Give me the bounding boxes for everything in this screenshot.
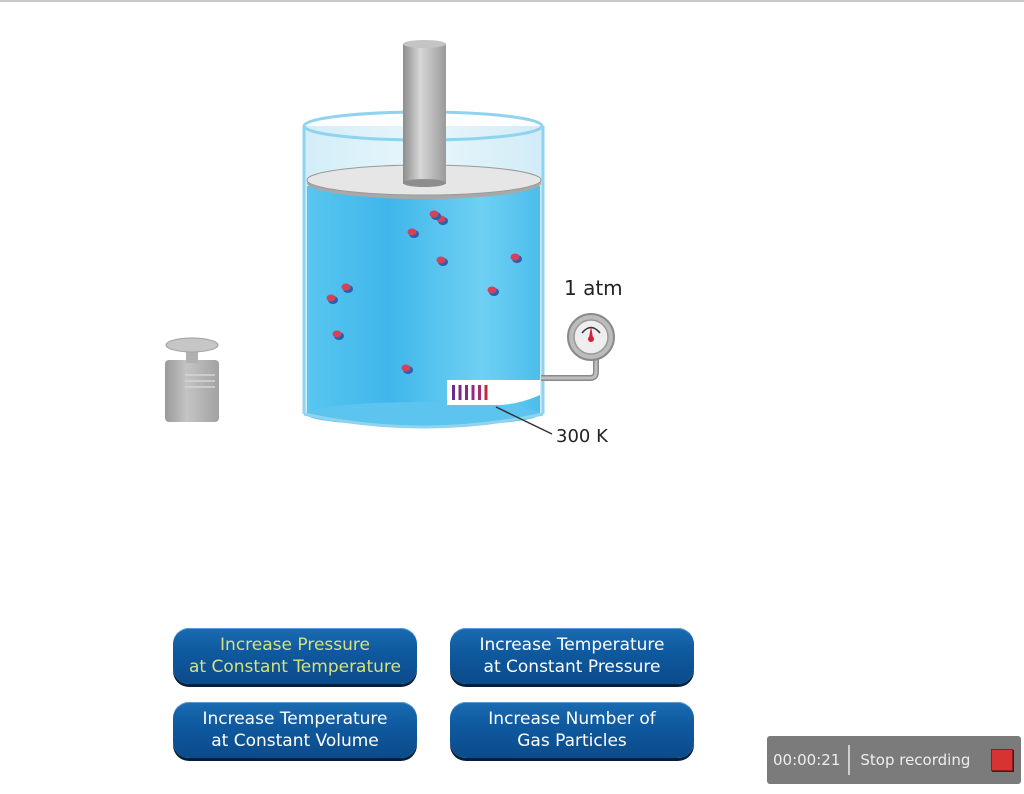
gas-particle: [429, 210, 441, 220]
gas-particle: [341, 283, 353, 293]
button-line-2: at Constant Temperature: [188, 657, 401, 677]
increase-pressure-constant-temperature-button[interactable]: Increase Pressure at Constant Temperatur…: [173, 628, 417, 684]
button-line-1: Increase Temperature: [202, 709, 388, 729]
stop-square-icon[interactable]: [991, 749, 1013, 771]
thermometer-bar: [452, 385, 455, 400]
button-line-1: Increase Pressure: [220, 635, 370, 655]
piston-rod: [403, 44, 446, 184]
button-line-1: Increase Temperature: [479, 635, 665, 655]
increase-temperature-constant-pressure-button[interactable]: Increase Temperature at Constant Pressur…: [450, 628, 694, 684]
temperature-readout: 300 K: [556, 426, 608, 447]
gas-particle: [487, 286, 499, 296]
thermometer-bar: [465, 385, 468, 400]
increase-gas-particles-button[interactable]: Increase Number of Gas Particles: [450, 702, 694, 758]
button-line-2: at Constant Volume: [211, 731, 379, 751]
button-line-1: Increase Number of: [488, 709, 656, 729]
thermometer: [447, 380, 553, 435]
weight-icon: [165, 337, 219, 422]
increase-temperature-constant-volume-button[interactable]: Increase Temperature at Constant Volume: [173, 702, 417, 758]
temperature-leader-line: [495, 406, 553, 435]
recording-timer: 00:00:21: [773, 751, 841, 769]
divider: [848, 745, 851, 775]
thermometer-bar: [484, 385, 488, 400]
button-line-2: at Constant Pressure: [483, 657, 661, 677]
piston: [306, 40, 542, 199]
pressure-gauge: [541, 313, 615, 381]
pressure-readout: 1 atm: [564, 276, 623, 300]
gas-particle: [401, 364, 413, 374]
gas-particle: [326, 294, 338, 304]
thermometer-bar: [478, 385, 481, 400]
gas-volume: [307, 186, 540, 414]
gas-particle: [510, 253, 522, 263]
gas-particle: [332, 330, 344, 340]
button-line-2: Gas Particles: [517, 731, 627, 751]
recording-bar: 00:00:21 Stop recording: [767, 736, 1021, 784]
stop-recording-button[interactable]: Stop recording: [860, 751, 971, 769]
gas-particles: [326, 210, 522, 374]
gas-law-scene: [165, 40, 615, 435]
gas-particle: [436, 256, 448, 266]
top-border: [0, 0, 1024, 2]
gas-particle: [407, 228, 419, 238]
thermometer-bar: [458, 385, 462, 400]
thermometer-bar: [471, 385, 475, 400]
